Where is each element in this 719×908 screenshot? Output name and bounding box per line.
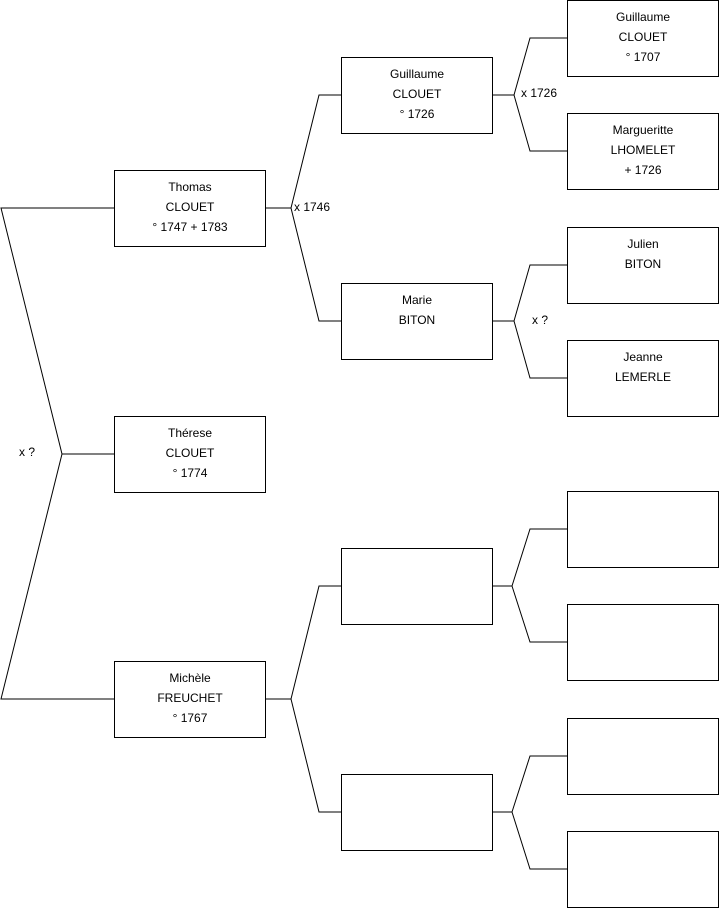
person-box-empty-fm[interactable] xyxy=(567,604,719,681)
person-first-name: Guillaume xyxy=(389,67,445,81)
person-dates: + 1726 xyxy=(624,163,662,177)
connector-michele-parents xyxy=(290,585,341,813)
marriage-label-marie-parents: x ? xyxy=(532,313,549,327)
person-dates: ° 1707 xyxy=(625,50,661,64)
person-box-therese-clouet[interactable]: Thérese CLOUET ° 1774 xyxy=(114,416,266,493)
person-dates: ° 1774 xyxy=(172,466,208,480)
person-dates: ° 1767 xyxy=(172,711,208,725)
person-surname: BITON xyxy=(624,257,662,271)
person-surname: CLOUET xyxy=(165,446,215,460)
connector-unknown-father-parents xyxy=(511,528,567,643)
person-box-marie-biton[interactable]: Marie BITON xyxy=(341,283,493,360)
person-first-name: Thomas xyxy=(168,180,212,194)
person-box-empty-mf[interactable] xyxy=(567,718,719,795)
person-surname: CLOUET xyxy=(165,200,215,214)
marriage-label-root: x ? xyxy=(19,445,36,459)
person-first-name: Jeanne xyxy=(623,350,663,364)
person-box-empty-mm[interactable] xyxy=(567,831,719,908)
person-first-name: Guillaume xyxy=(615,10,671,24)
person-surname: CLOUET xyxy=(392,87,442,101)
person-surname: CLOUET xyxy=(618,30,668,44)
person-surname: FREUCHET xyxy=(157,691,223,705)
person-first-name: Julien xyxy=(627,237,659,251)
person-box-guillaume-clouet-1726[interactable]: Guillaume CLOUET ° 1726 xyxy=(341,57,493,134)
person-box-jeanne-lemerle[interactable]: Jeanne LEMERLE xyxy=(567,340,719,417)
person-first-name: Margueritte xyxy=(612,123,674,137)
person-first-name: Thérese xyxy=(167,426,213,440)
marriage-label-thomas-parents: x 1746 xyxy=(294,200,331,214)
person-first-name: Michèle xyxy=(169,671,211,685)
person-surname: BITON xyxy=(398,313,436,327)
person-dates: ° 1726 xyxy=(399,107,435,121)
marriage-label-guillaume-parents: x 1726 xyxy=(521,86,558,100)
person-surname: LEMERLE xyxy=(614,370,672,384)
person-box-empty-mother[interactable] xyxy=(341,774,493,851)
person-box-julien-biton[interactable]: Julien BITON xyxy=(567,227,719,304)
person-first-name: Marie xyxy=(401,293,432,307)
person-box-empty-father[interactable] xyxy=(341,548,493,625)
person-dates: ° 1747 + 1783 xyxy=(152,220,228,234)
person-box-empty-ff[interactable] xyxy=(567,491,719,568)
connector-unknown-mother-parents xyxy=(511,755,567,870)
person-box-thomas-clouet[interactable]: Thomas CLOUET ° 1747 + 1783 xyxy=(114,170,266,247)
person-surname: LHOMELET xyxy=(610,143,676,157)
person-box-margueritte-lhomelet[interactable]: Margueritte LHOMELET + 1726 xyxy=(567,113,719,190)
person-box-michele-freuchet[interactable]: Michèle FREUCHET ° 1767 xyxy=(114,661,266,738)
person-box-guillaume-clouet-1707[interactable]: Guillaume CLOUET ° 1707 xyxy=(567,0,719,77)
